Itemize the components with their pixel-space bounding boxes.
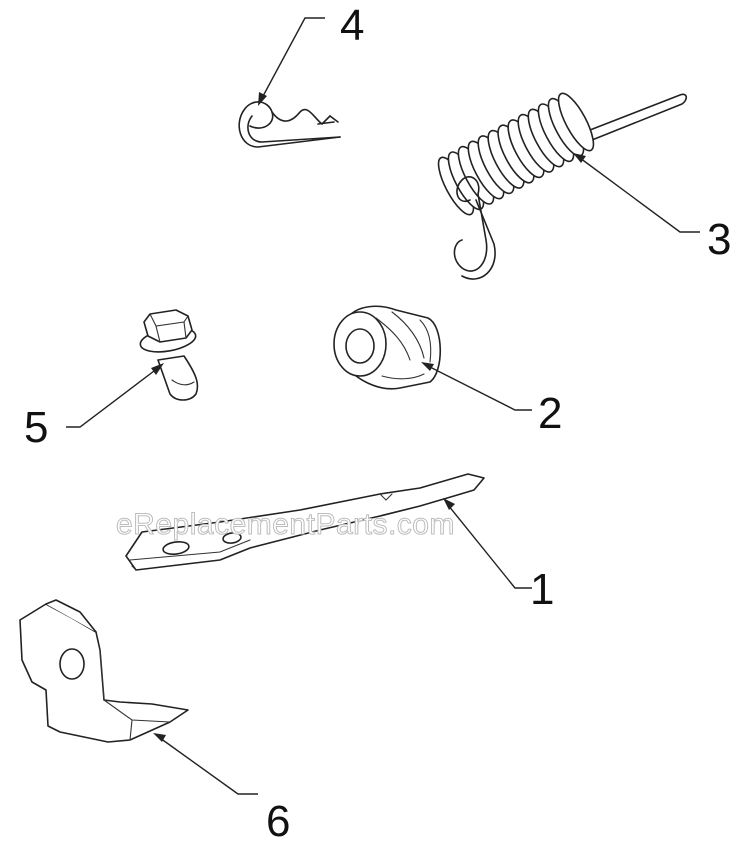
callout-4-leader bbox=[258, 17, 325, 106]
part-2-roller-bushing[interactable] bbox=[333, 305, 442, 390]
watermark-text: eReplacementParts.com bbox=[116, 508, 455, 541]
callout-2-label: 2 bbox=[538, 389, 562, 438]
callout-5-label: 5 bbox=[24, 403, 48, 452]
callout-6-label: 6 bbox=[266, 797, 290, 841]
callout-3-label: 3 bbox=[707, 215, 731, 264]
callout-1-label: 1 bbox=[530, 565, 554, 614]
callout-4-label: 4 bbox=[340, 1, 364, 50]
part-4-hairpin-clip[interactable] bbox=[238, 101, 341, 148]
part-6-angle-bracket[interactable] bbox=[19, 599, 189, 743]
callout-5-leader bbox=[66, 363, 164, 428]
callout-3-leader bbox=[573, 153, 700, 233]
part-5-flange-bolt[interactable] bbox=[139, 309, 199, 401]
part-3-extension-spring[interactable] bbox=[432, 89, 688, 280]
callout-2-leader bbox=[421, 362, 532, 411]
part-1-flat-lever[interactable] bbox=[125, 473, 485, 571]
callout-6-leader bbox=[153, 733, 258, 795]
callout-1-leader bbox=[443, 498, 532, 589]
spring-coil bbox=[557, 92, 595, 152]
